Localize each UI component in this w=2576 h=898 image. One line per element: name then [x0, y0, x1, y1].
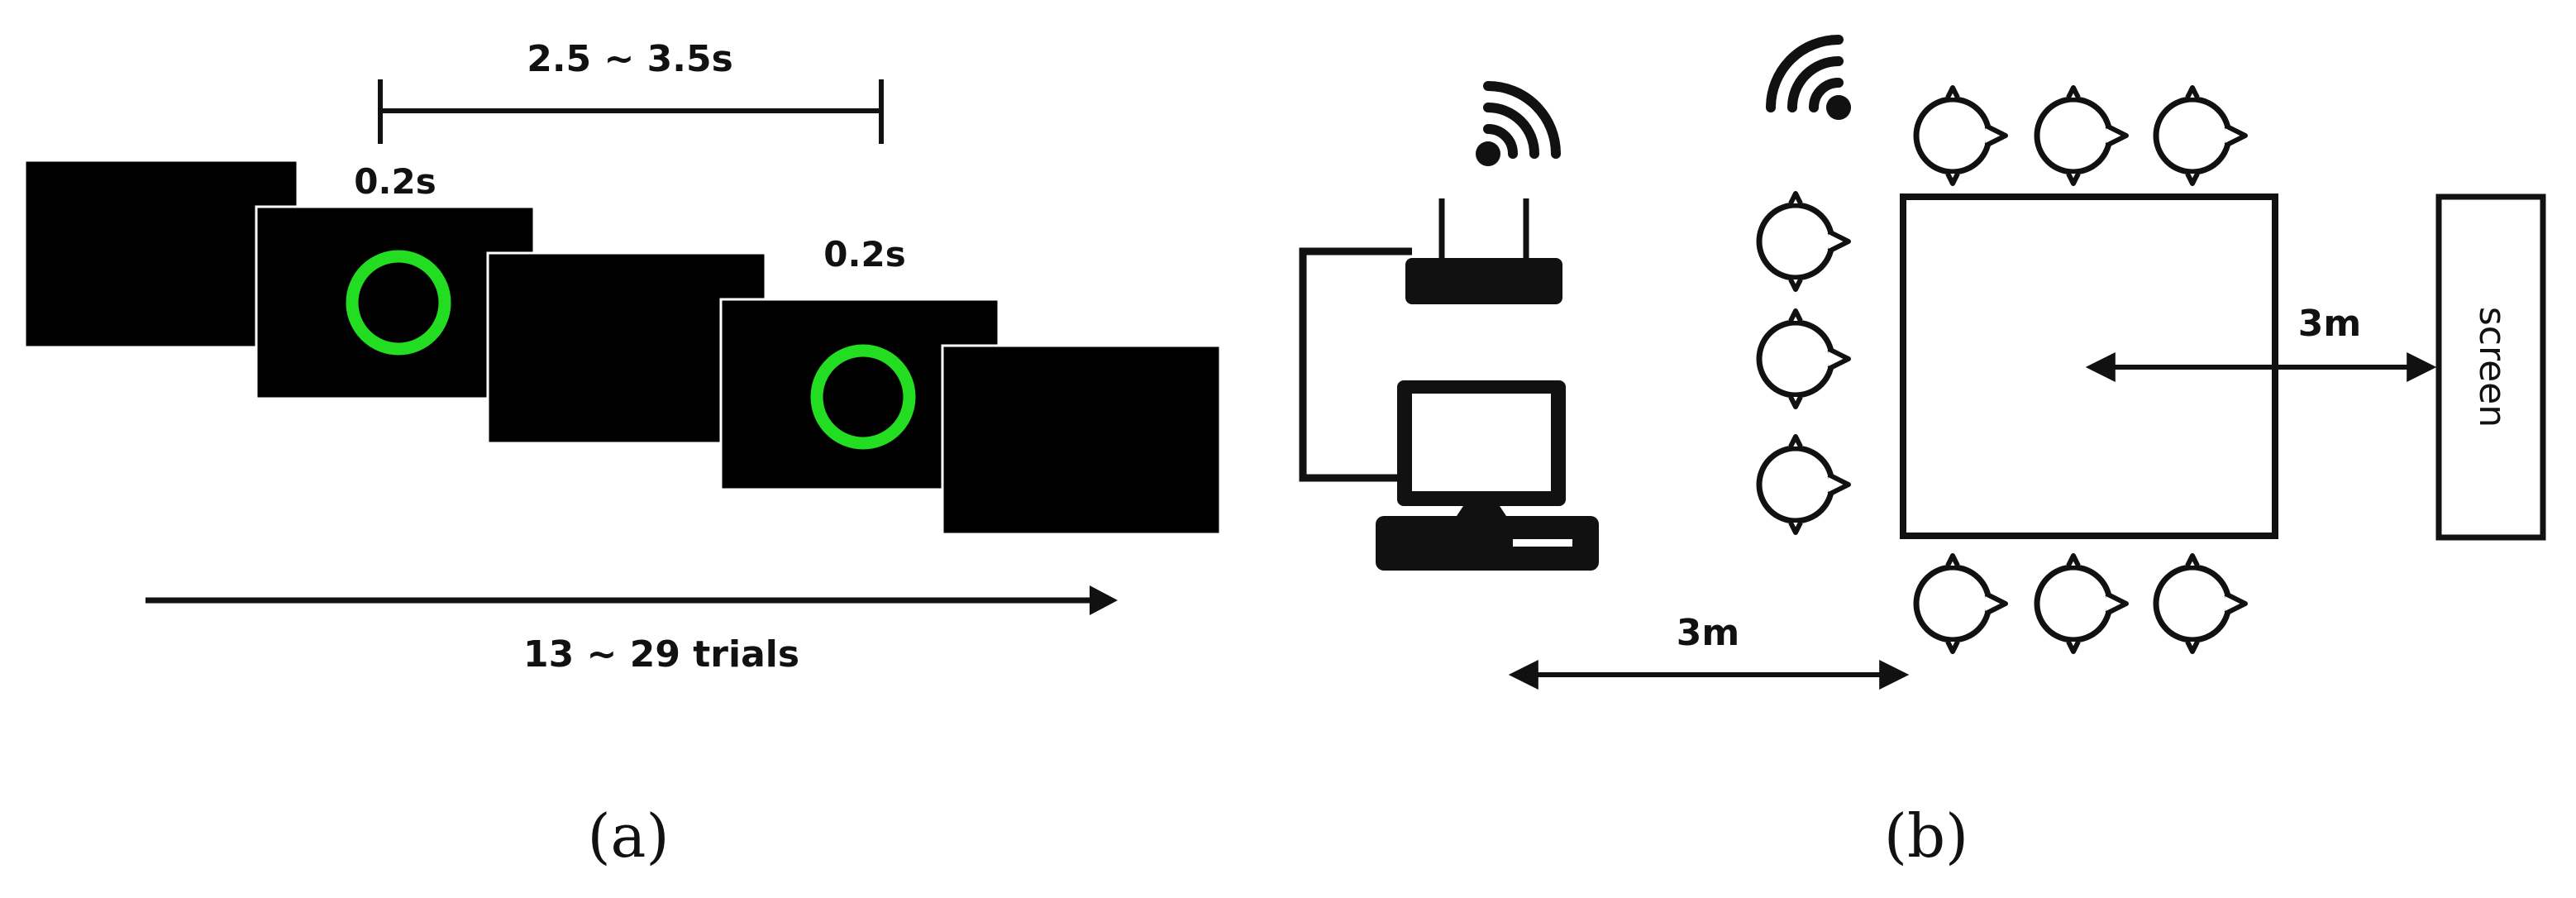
speaker-icon — [2037, 88, 2126, 184]
speaker-icon — [1759, 311, 1849, 407]
wifi-icon — [1476, 81, 1561, 166]
blank-frame-2 — [486, 251, 767, 445]
connection-bracket — [1299, 247, 1412, 482]
speaker-icon — [1916, 88, 2006, 184]
caption-b: (b) — [1884, 801, 1968, 871]
trials-label: 13 ~ 29 trials — [523, 633, 799, 676]
wifi-icon — [1766, 35, 1851, 120]
router-icon — [1405, 198, 1562, 304]
interval-label: 2.5 ~ 3.5s — [527, 38, 733, 80]
speaker-icon — [1759, 437, 1849, 533]
distance-bottom-label: 3m — [1677, 612, 1739, 654]
computer-icon — [1376, 380, 1599, 571]
panel-a: 2.5 ~ 3.5s 0.2s 0.2s 13 ~ 29 trials (a) — [23, 38, 1222, 871]
interval-bracket — [378, 79, 884, 144]
speaker-icon — [2156, 88, 2245, 184]
blank-frame-3 — [941, 344, 1222, 536]
speaker-icon — [2037, 556, 2126, 652]
screen-label: screen — [2471, 307, 2513, 428]
panel-b: screen 3m 3m (b) — [1299, 35, 2546, 871]
stimulus-ring-2 — [810, 344, 916, 450]
timeline-arrowhead — [1090, 585, 1118, 615]
caption-a: (a) — [587, 801, 669, 871]
speaker-icon — [1759, 193, 1849, 289]
distance-screen-label: 3m — [2298, 303, 2361, 345]
stimulus-ring-1 — [346, 250, 451, 356]
speaker-icon — [2156, 556, 2245, 652]
stim-duration-1: 0.2s — [354, 161, 436, 202]
speaker-icon — [1916, 556, 2006, 652]
stim-duration-2: 0.2s — [823, 234, 905, 275]
blank-frame-1 — [23, 159, 299, 349]
screen-box — [2435, 193, 2546, 541]
